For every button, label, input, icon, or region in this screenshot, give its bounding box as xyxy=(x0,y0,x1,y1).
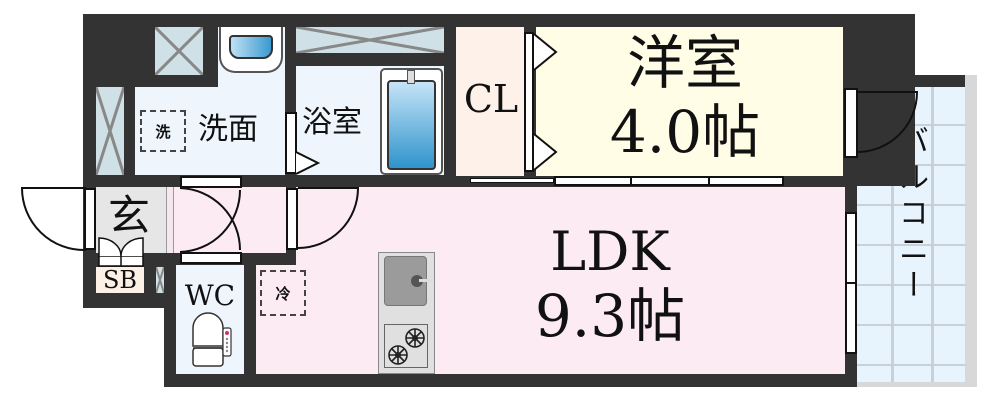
western-room-sliding-rail xyxy=(470,178,554,183)
closet xyxy=(456,27,524,176)
ldk-size: 9.3帖 xyxy=(534,282,686,350)
washing-machine-space: 洗 xyxy=(140,110,186,152)
bathroom-label: 浴室 xyxy=(302,105,362,140)
bathtub-icon xyxy=(380,68,443,175)
washbasin-icon xyxy=(219,27,283,73)
ldk-window xyxy=(845,212,857,354)
fridge-label: 冷 xyxy=(275,284,291,303)
ldk-name: LDK xyxy=(550,220,670,283)
closet-door-arrow-icon xyxy=(534,33,558,171)
washing-machine-label: 洗 xyxy=(155,122,171,141)
western-room-size: 4.0帖 xyxy=(609,98,761,166)
front-door-leaf xyxy=(84,188,96,250)
pipe-space-4-icon xyxy=(156,267,164,293)
bathroom-door xyxy=(285,112,297,174)
shoebox xyxy=(96,267,144,293)
hallway-door-swings-icon xyxy=(179,187,241,253)
pipe-space-1-icon xyxy=(155,27,203,75)
western-room-window xyxy=(844,88,858,158)
western-room xyxy=(536,27,843,176)
stove-icon xyxy=(384,324,428,368)
kitchen-counter xyxy=(378,252,435,374)
hallway xyxy=(174,187,286,253)
pipe-space-3-icon xyxy=(296,27,444,53)
washroom-door-leaf xyxy=(180,176,242,188)
washroom xyxy=(135,87,285,175)
bathroom-door-arrow-icon xyxy=(296,151,321,175)
shoebox-label: SB xyxy=(102,266,138,294)
entrance-label: 玄 xyxy=(108,191,151,240)
toilet-label: WC xyxy=(184,279,236,312)
front-door-swing-icon xyxy=(20,187,87,252)
western-room-sliding-door-1 xyxy=(554,176,632,186)
closet-label: CL xyxy=(463,77,519,121)
shoebox-door-icon xyxy=(98,237,144,267)
fridge-space: 冷 xyxy=(260,270,306,316)
western-room-name: 洋室 xyxy=(626,29,743,97)
pipe-space-2-icon xyxy=(96,87,124,175)
western-room-sliding-door-2 xyxy=(630,176,710,186)
toilet-door-leaf xyxy=(180,252,242,264)
entrance-floor-edge xyxy=(166,187,174,253)
washroom-label: 洗面 xyxy=(198,112,258,147)
closet-door xyxy=(524,32,534,172)
ldk-door-leaf xyxy=(286,188,298,250)
balcony-door-swing-icon xyxy=(856,91,919,153)
kitchen-sink-icon xyxy=(384,256,433,306)
ldk-door-swing-icon xyxy=(297,187,360,249)
ldk-kitchen-area xyxy=(256,265,301,374)
western-room-sliding-door-3 xyxy=(708,176,784,186)
toilet-icon xyxy=(192,312,232,367)
burner-icon xyxy=(388,328,425,365)
wall-balcony-right xyxy=(843,14,915,76)
